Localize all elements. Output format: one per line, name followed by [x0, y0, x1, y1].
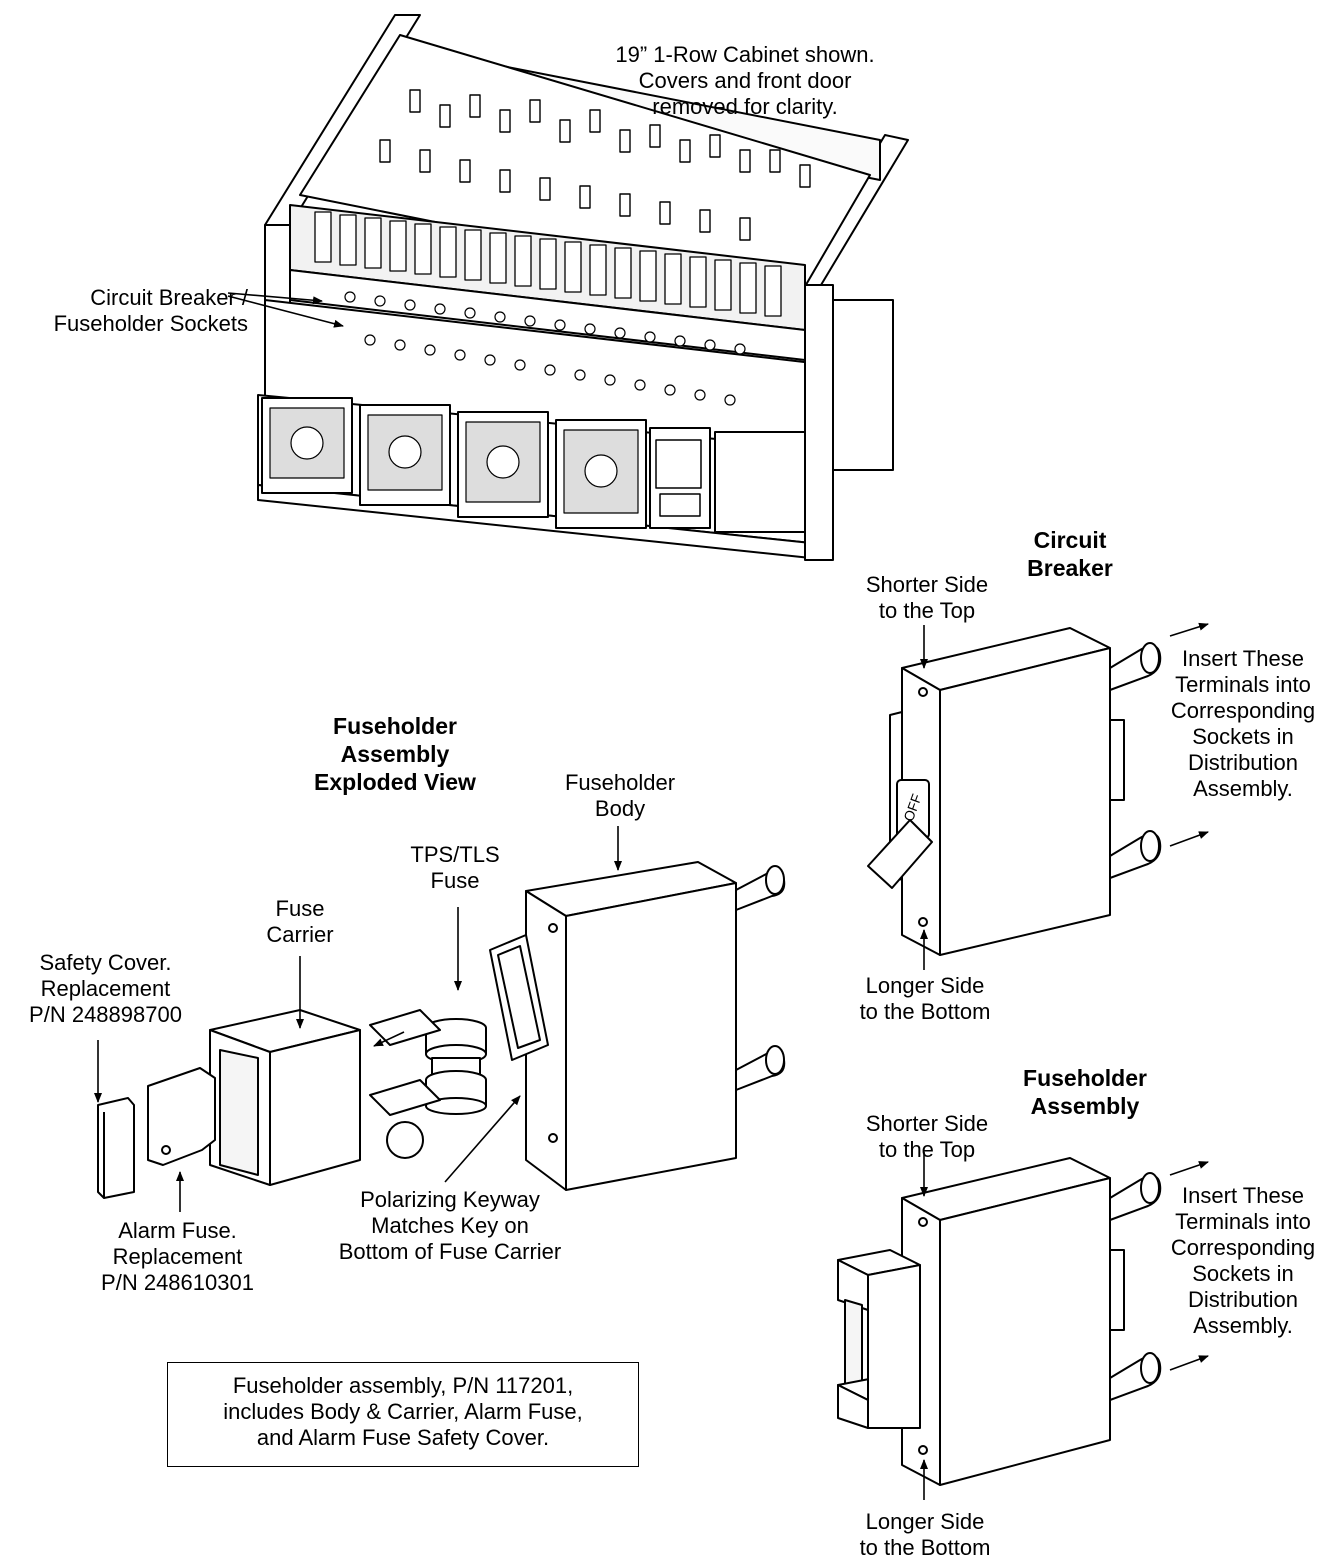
- exploded-view-arrows: [94, 826, 622, 1212]
- fa-shorter-side-note: Shorter Side to the Top: [865, 1111, 989, 1162]
- exploded-view-drawing: [97, 861, 786, 1199]
- safety-cover-label: Safety Cover. Replacement P/N 248898700: [29, 950, 182, 1027]
- cabinet-note: 19” 1-Row Cabinet shown. Covers and fron…: [615, 42, 875, 119]
- polarizing-keyway-label: Polarizing Keyway Matches Key on Bottom …: [338, 1187, 562, 1264]
- cb-shorter-side-note: Shorter Side to the Top: [865, 572, 989, 623]
- exploded-view-title: Fuseholder Assembly Exploded View: [314, 713, 476, 795]
- fuseholder-assembly-drawing: [837, 1157, 1162, 1486]
- assembly-note-text: Fuseholder assembly, P/N 117201, include…: [223, 1373, 583, 1450]
- circuit-breaker-drawing: [867, 627, 1162, 956]
- fuseholder-assembly-title: Fuseholder Assembly: [1023, 1065, 1147, 1119]
- cb-terminals-note: Insert These Terminals into Correspondin…: [1170, 646, 1316, 801]
- cabinet-drawing: [257, 14, 909, 561]
- fuse-carrier-label: Fuse Carrier: [266, 896, 334, 947]
- fuseholder-body-label: Fuseholder Body: [564, 770, 676, 821]
- fuseholder-assembly-arrows: [920, 1152, 1209, 1500]
- fa-longer-side-note: Longer Side to the Bottom: [859, 1509, 991, 1560]
- fa-terminals-note: Insert These Terminals into Correspondin…: [1170, 1183, 1316, 1338]
- tps-tls-fuse-label: TPS/TLS Fuse: [410, 842, 500, 893]
- circuit-breaker-arrows: [920, 622, 1209, 970]
- sockets-arrows: [227, 292, 344, 328]
- cb-longer-side-note: Longer Side to the Bottom: [859, 973, 991, 1024]
- alarm-fuse-label: Alarm Fuse. Replacement P/N 248610301: [101, 1218, 254, 1295]
- sockets-label: Circuit Breaker / Fuseholder Sockets: [53, 285, 248, 336]
- assembly-note-box: Fuseholder assembly, P/N 117201, include…: [167, 1362, 639, 1467]
- circuit-breaker-title: Circuit Breaker: [1027, 527, 1113, 581]
